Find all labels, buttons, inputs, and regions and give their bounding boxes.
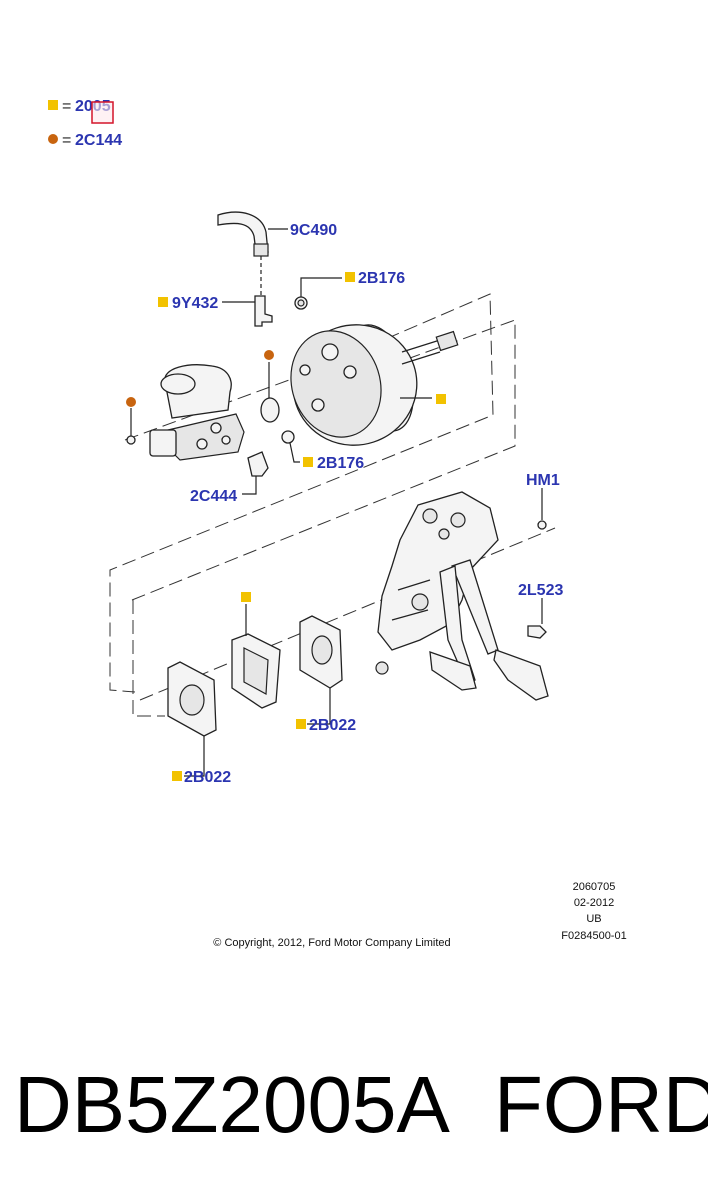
callout-9C490[interactable]: 9C490 (290, 222, 337, 239)
square-marker (158, 297, 168, 307)
check-valve (222, 256, 273, 327)
booster-spacer (231, 604, 281, 709)
vacuum-connector (242, 451, 269, 495)
legend-code-2C144[interactable]: 2C144 (75, 132, 122, 149)
highlight-box (91, 101, 114, 124)
callout-9Y432[interactable]: 9Y432 (172, 295, 218, 312)
callouts: 9C490 2B176 9Y432 2B176 2C444 HM1 2L523 … (172, 222, 563, 786)
ref-region: UB (586, 913, 601, 925)
square-marker (303, 457, 313, 467)
square-marker (296, 719, 306, 729)
mounting-nut (126, 408, 136, 445)
ref-date: 02-2012 (574, 897, 614, 909)
circle-marker (126, 397, 136, 407)
callout-2L523[interactable]: 2L523 (518, 582, 563, 599)
part-number: DB5Z2005A (14, 1060, 450, 1149)
square-marker (345, 272, 355, 282)
bolt-hm1 (537, 488, 547, 530)
legend-circle-marker (48, 134, 58, 144)
grommet-mid (281, 430, 300, 463)
ref-figure: F0284500-01 (561, 930, 626, 942)
gasket-low (167, 661, 217, 777)
footer: DB5Z2005A FORD (0, 1050, 708, 1160)
grommet-top (294, 277, 342, 310)
legend-square-marker (48, 100, 58, 110)
callout-2B176-mid[interactable]: 2B176 (317, 455, 364, 472)
circle-marker (264, 350, 274, 360)
legend-equals-1: = (62, 98, 71, 115)
reference-info: 2060705 02-2012 UB F0284500-01 © Copyrig… (213, 881, 626, 949)
callout-HM1[interactable]: HM1 (526, 472, 560, 489)
legend: = 2005 = 2C144 (48, 98, 122, 149)
bolt-2l523 (527, 598, 547, 639)
o-ring (260, 362, 280, 423)
parts-diagram: = 2005 = 2C144 (48, 98, 627, 949)
callout-2B022-mid[interactable]: 2B022 (309, 717, 356, 734)
markers (126, 272, 446, 781)
brand-name: FORD (494, 1060, 708, 1149)
ref-number: 2060705 (573, 881, 616, 893)
callout-2B176-top[interactable]: 2B176 (358, 270, 405, 287)
callout-2C444[interactable]: 2C444 (190, 488, 237, 505)
square-marker (172, 771, 182, 781)
gasket-mid (299, 615, 343, 725)
square-marker (436, 394, 446, 404)
pedal-box (375, 491, 549, 701)
brake-booster (290, 324, 459, 446)
vacuum-hose (217, 211, 288, 257)
legend-equals-2: = (62, 132, 71, 149)
copyright: © Copyright, 2012, Ford Motor Company Li… (213, 937, 450, 949)
master-cylinder (149, 364, 245, 461)
callout-2B022-low[interactable]: 2B022 (184, 769, 231, 786)
square-marker (241, 592, 251, 602)
